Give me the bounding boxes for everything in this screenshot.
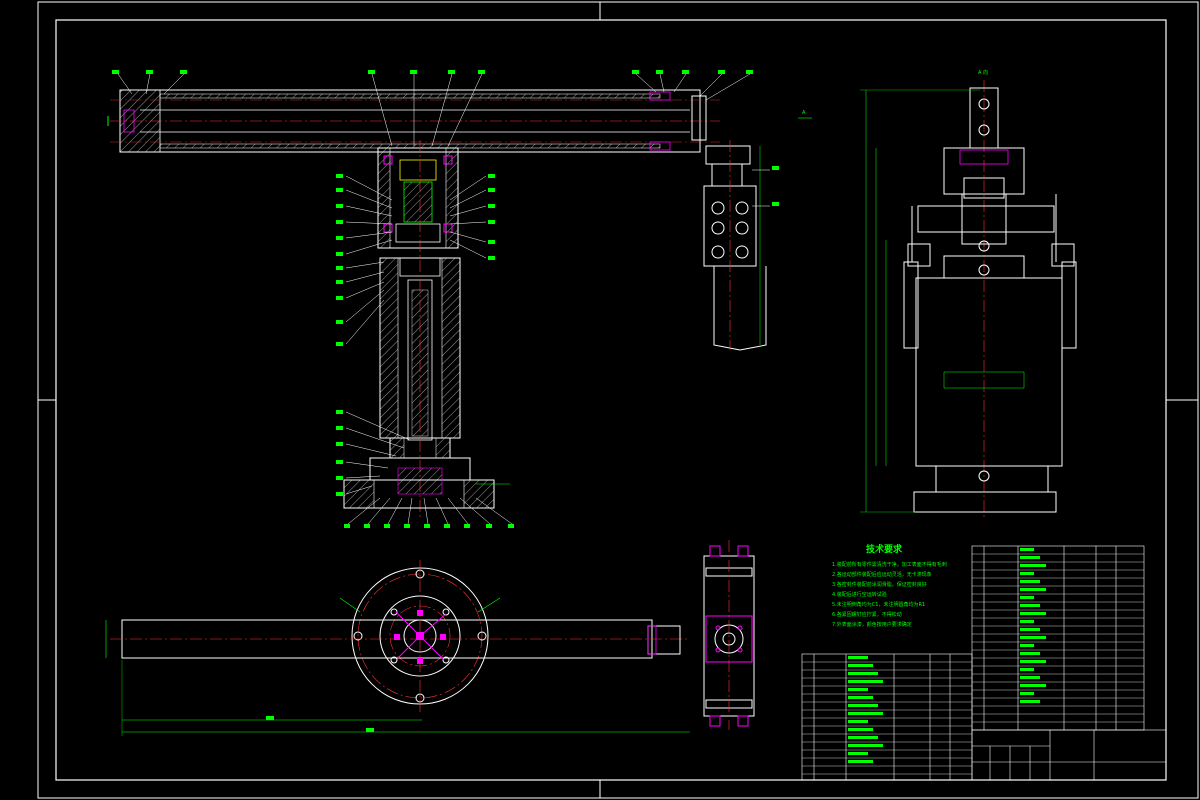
bom-cell-mark [1020,596,1034,599]
bom-cell-mark [848,744,883,747]
tech-req-line: 5.未注明倒角均为C1，未注明圆角均为R1 [832,601,925,608]
bom-cell-mark [1020,588,1046,591]
tech-req-line: 6.各紧固螺钉应拧紧，不得松动 [832,611,902,618]
bom-cell-mark [1020,580,1040,583]
bom-cell-mark [1020,572,1034,575]
side-view [860,80,1077,520]
bom-cell-mark [848,712,883,715]
bom-cell-mark [1020,564,1046,567]
bom-cell-mark [1020,644,1034,647]
sheet-border [37,1,1199,799]
top-view [105,540,755,736]
bom-cell-mark [848,720,868,723]
bom-cell-mark [1020,684,1046,687]
bom-cell-mark [1020,668,1034,671]
tech-req-line: 2.各运动部件装配后应运动灵活，无卡滞现象 [832,571,932,578]
gripper-front-view [703,140,767,351]
arm-cylinder-front-view [107,89,720,153]
bom-cell-mark [1020,652,1040,655]
bom-cell-mark [1020,700,1040,703]
tech-req-line: 1.装配前所有零件需清洗干净，加工表面不得有毛刺 [832,561,947,568]
bom-cell-mark [848,752,868,755]
tech-req-title: 技术要求 [866,543,903,555]
bom-cell-mark [1020,548,1034,551]
bom-cell-mark [1020,660,1046,663]
bom-cell-mark [1020,676,1040,679]
view-mark-side: A [802,110,806,116]
rotary-head [377,147,459,249]
bom-cell-mark [848,656,868,659]
bom-cell-mark [848,664,873,667]
bom-cell-mark [1020,628,1040,631]
base-section [343,457,510,509]
parts-list-rows [802,548,1144,775]
bom-cell-mark [848,696,873,699]
tech-req-line: 3.各密封件装配前涂润滑脂，保证密封良好 [832,581,927,588]
lift-column [379,140,461,520]
part-leaders [117,73,770,525]
bom-cell-mark [1020,556,1040,559]
bom-cell-mark [848,760,873,763]
bom-cell-mark [848,672,878,675]
tech-req-line: 4.装配后进行空运转试验 [832,591,887,598]
bom-cell-mark [1020,692,1034,695]
tech-req-line: 7.外表面涂漆，颜色按用户要求确定 [832,621,912,628]
bom-cell-mark [848,688,868,691]
bom-cell-mark [1020,620,1034,623]
view-label-a: A 向 [978,69,988,76]
bom-cell-mark [848,736,878,739]
bom-cell-mark [848,704,878,707]
parts-list-table [801,545,1167,781]
part-number-labels [112,70,779,528]
bom-cell-mark [1020,604,1040,607]
bom-cell-mark [848,680,883,683]
tech-req-lines: 1.装配前所有零件需清洗干净，加工表面不得有毛刺 2.各运动部件装配后应运动灵活… [832,561,947,628]
bom-cell-mark [848,728,873,731]
bom-cell-mark [1020,612,1046,615]
bom-cell-mark [1020,636,1046,639]
